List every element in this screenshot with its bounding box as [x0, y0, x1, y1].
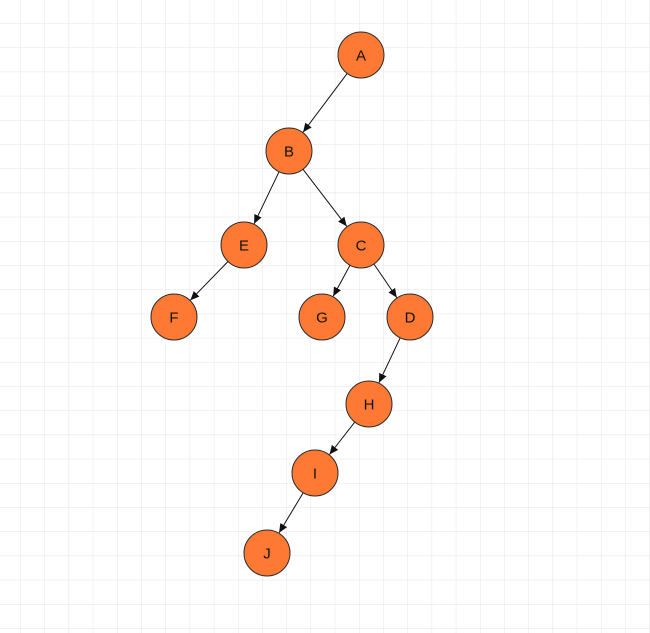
node-label-c: C — [356, 238, 367, 255]
node-circle-f — [150, 293, 198, 341]
edge-c-g — [332, 264, 351, 297]
edge-h-i — [329, 421, 356, 455]
tree-node-c: C — [337, 221, 385, 269]
edge-d-h — [378, 337, 401, 383]
node-label-j: J — [263, 546, 271, 563]
tree-node-h: H — [345, 380, 393, 428]
node-label-f: F — [169, 310, 178, 327]
tree-node-b: B — [265, 127, 313, 175]
node-circle-a — [337, 31, 385, 79]
node-label-b: B — [284, 144, 294, 161]
node-circle-j — [243, 529, 291, 577]
tree-node-e: E — [220, 221, 268, 269]
node-circle-d — [386, 293, 434, 341]
node-circle-h — [345, 380, 393, 428]
node-label-d: D — [405, 310, 416, 327]
node-circle-c — [337, 221, 385, 269]
node-circle-e — [220, 221, 268, 269]
tree-node-i: I — [291, 449, 339, 497]
node-circle-g — [298, 293, 346, 341]
tree-node-a: A — [337, 31, 385, 79]
node-label-g: G — [316, 310, 328, 327]
node-circle-b — [265, 127, 313, 175]
node-label-h: H — [364, 397, 375, 414]
node-circle-i — [291, 449, 339, 497]
tree-node-g: G — [298, 293, 346, 341]
edge-a-b — [302, 73, 348, 133]
nodes-layer: A B E C F G D H I J — [150, 31, 434, 577]
node-label-i: I — [313, 466, 317, 483]
node-label-e: E — [239, 238, 249, 255]
edge-i-j — [278, 492, 304, 534]
edges-layer — [190, 73, 401, 534]
tree-node-j: J — [243, 529, 291, 577]
edge-b-e — [253, 171, 280, 225]
tree-node-d: D — [386, 293, 434, 341]
edge-c-d — [373, 263, 398, 298]
edge-e-f — [190, 261, 229, 301]
node-label-a: A — [356, 48, 366, 65]
edge-b-c — [302, 168, 348, 227]
tree-node-f: F — [150, 293, 198, 341]
